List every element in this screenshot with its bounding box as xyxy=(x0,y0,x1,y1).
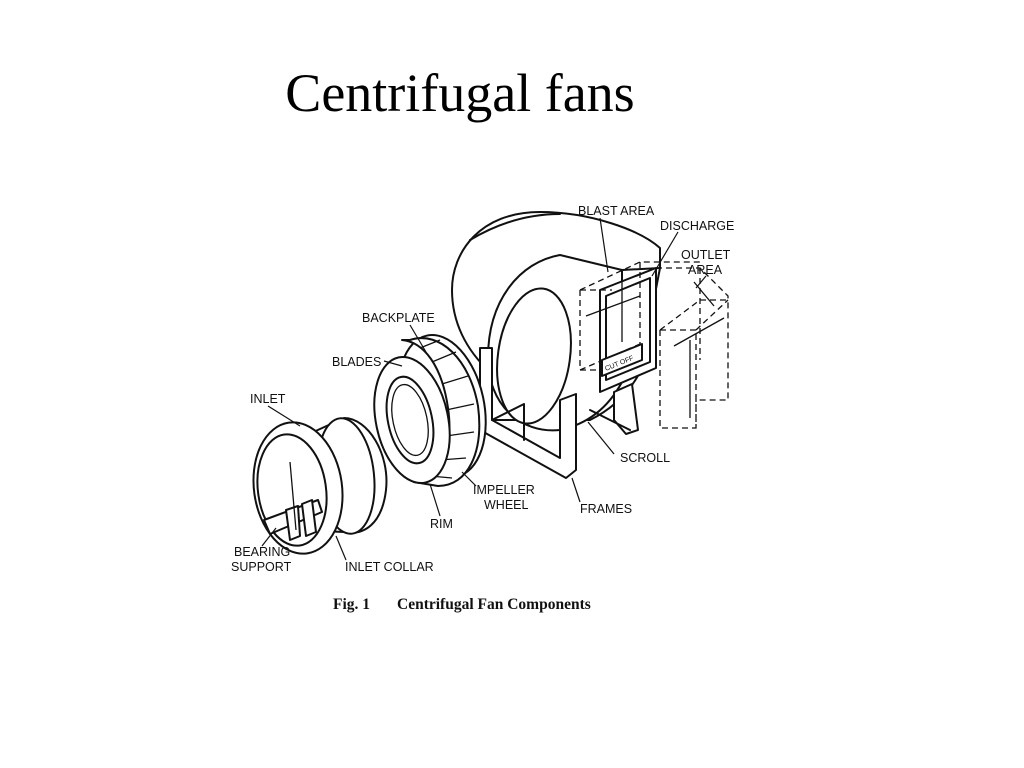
frames xyxy=(479,347,639,479)
label-bearing-support-line1: BEARING xyxy=(234,545,290,559)
label-rim: RIM xyxy=(430,517,453,531)
label-inlet: INLET xyxy=(250,392,286,406)
figure-caption-number: Fig. 1 xyxy=(333,596,370,613)
label-impeller-wheel-line1: IMPELLER xyxy=(473,483,535,497)
label-inlet-collar: INLET COLLAR xyxy=(345,560,434,574)
leader-lines xyxy=(261,217,707,561)
inlet-collar xyxy=(252,417,388,555)
label-bearing-support-line2: SUPPORT xyxy=(231,560,292,574)
label-backplate: BACKPLATE xyxy=(362,311,435,325)
discharge-outlet xyxy=(579,261,729,429)
slide-title-text: Centrifugal fans xyxy=(285,63,635,123)
label-impeller-wheel-line2: WHEEL xyxy=(484,498,529,512)
label-blades: BLADES xyxy=(332,355,381,369)
label-blast-area: BLAST AREA xyxy=(578,204,655,218)
impeller-wheel xyxy=(373,334,487,487)
figure-caption-text: Centrifugal Fan Components xyxy=(397,596,591,613)
label-discharge: DISCHARGE xyxy=(660,219,734,233)
label-outlet-area-line2: AREA xyxy=(688,263,723,277)
label-scroll: SCROLL xyxy=(620,451,670,465)
slide-title: Centrifugal fans xyxy=(0,62,1024,124)
label-frames: FRAMES xyxy=(580,502,632,516)
label-outlet-area-line1: OUTLET xyxy=(681,248,731,262)
